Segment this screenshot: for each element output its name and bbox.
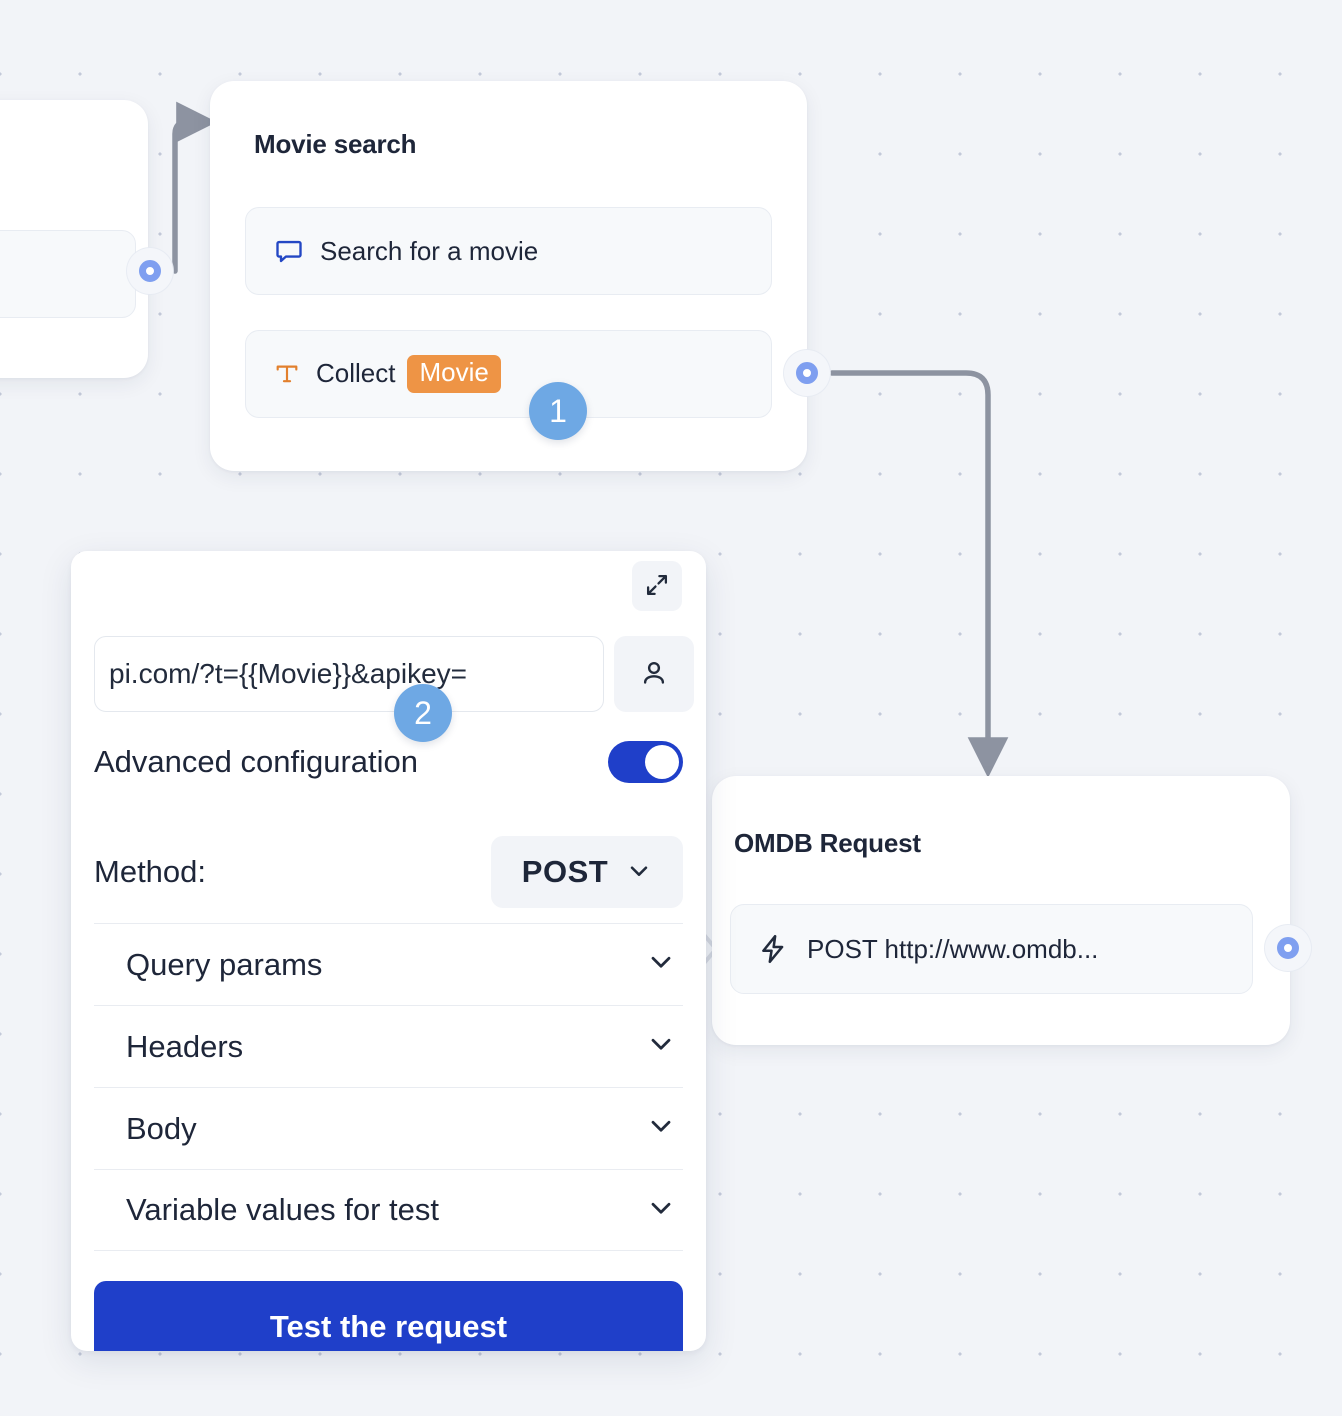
message-bubble-icon: [274, 236, 304, 266]
user-icon: [639, 658, 669, 691]
row-label-collect: Collect Movie: [316, 355, 501, 392]
method-row: Method: POST: [94, 836, 683, 908]
accordion-headers[interactable]: Headers: [94, 1005, 683, 1087]
row-label-omdb-post: POST http://www.omdb...: [807, 934, 1098, 965]
accordion-label-headers: Headers: [126, 1029, 243, 1065]
chevron-down-icon: [626, 858, 652, 887]
variable-chip-movie[interactable]: Movie: [407, 355, 500, 392]
accordion-query-params[interactable]: Query params: [94, 923, 683, 1005]
edge-movie-search-to-omdb: [832, 373, 988, 757]
row-search-for-a-movie[interactable]: Search for a movie: [245, 207, 772, 295]
chevron-down-icon: [646, 1111, 676, 1146]
user-variable-button[interactable]: [614, 636, 694, 712]
advanced-configuration-toggle[interactable]: [608, 741, 683, 783]
lightning-bolt-icon: [757, 933, 789, 965]
accordion-label-query-params: Query params: [126, 947, 322, 983]
row-collect-movie[interactable]: Collect Movie: [245, 330, 772, 418]
test-the-request-button[interactable]: Test the request: [94, 1281, 683, 1351]
chevron-down-icon: [646, 947, 676, 982]
request-config-panel[interactable]: Advanced configuration Method: POST Quer…: [71, 551, 706, 1351]
accordion-label-body: Body: [126, 1111, 197, 1147]
accordion-label-variable-values-for-test: Variable values for test: [126, 1192, 439, 1228]
node-movie-search[interactable]: Movie search Search for a movie Collect …: [210, 81, 807, 471]
chevron-down-icon: [646, 1029, 676, 1064]
row-omdb-post[interactable]: POST http://www.omdb...: [730, 904, 1253, 994]
advanced-configuration-label: Advanced configuration: [94, 744, 418, 780]
port-partial-output[interactable]: [127, 248, 173, 294]
port-movie-search-output[interactable]: [784, 350, 830, 396]
accordion-variable-values-for-test[interactable]: Variable values for test: [94, 1169, 683, 1251]
accordion-list: Query params Headers Body: [94, 923, 683, 1251]
url-input[interactable]: [94, 636, 604, 712]
step-badge-2: 2: [394, 684, 452, 742]
method-label: Method:: [94, 854, 206, 890]
row-label-search-for-a-movie: Search for a movie: [320, 236, 538, 267]
advanced-configuration-row: Advanced configuration: [94, 741, 683, 783]
text-type-icon: [274, 360, 300, 388]
node-title-movie-search: Movie search: [254, 129, 416, 160]
expand-button[interactable]: [632, 561, 682, 611]
accordion-body[interactable]: Body: [94, 1087, 683, 1169]
partial-node[interactable]: [0, 100, 148, 378]
method-value: POST: [522, 854, 608, 890]
url-row: [94, 636, 694, 712]
port-omdb-output[interactable]: [1265, 925, 1311, 971]
expand-arrows-icon: [644, 572, 670, 601]
edge-partial-to-movie-search: [175, 122, 196, 271]
collect-text: Collect: [316, 358, 395, 389]
method-select[interactable]: POST: [491, 836, 683, 908]
chevron-down-icon: [646, 1193, 676, 1228]
step-badge-1: 1: [529, 382, 587, 440]
node-omdb-request[interactable]: OMDB Request POST http://www.omdb...: [712, 776, 1290, 1045]
partial-node-row[interactable]: [0, 230, 136, 318]
node-title-omdb-request: OMDB Request: [734, 828, 921, 859]
